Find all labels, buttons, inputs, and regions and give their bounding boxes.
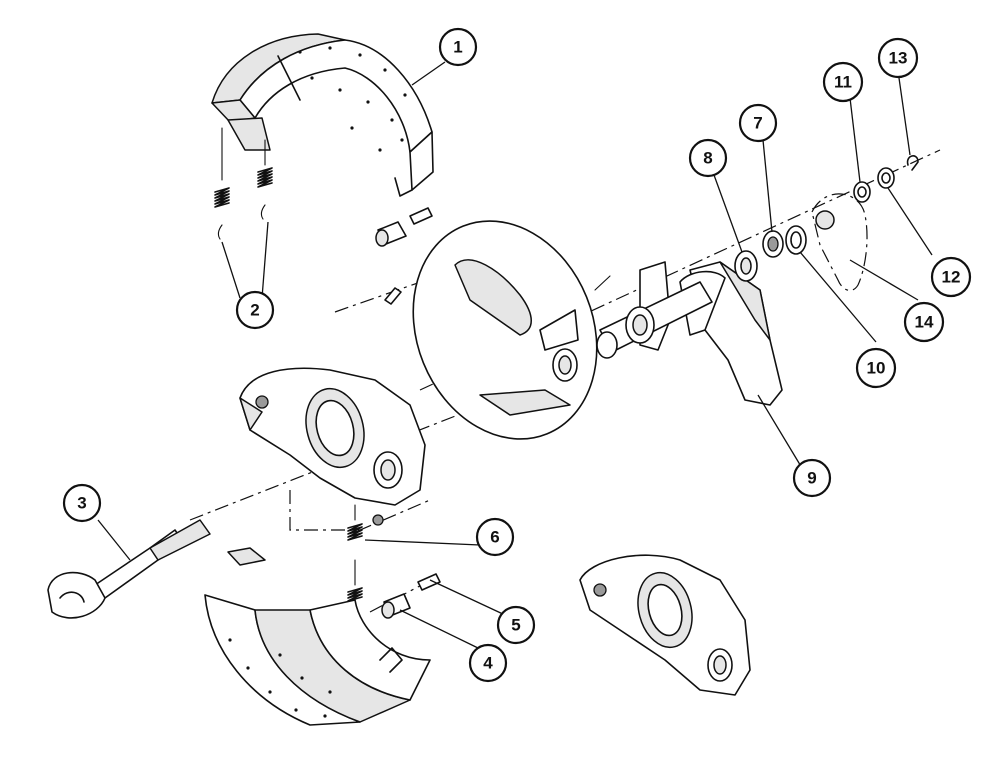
callout-1: 1 [438, 27, 478, 67]
svg-text:8: 8 [703, 149, 712, 168]
anchor-rollers-upper [375, 207, 433, 247]
callout-6: 6 [475, 517, 515, 557]
callout-7: 7 [738, 103, 778, 143]
camshaft [47, 519, 211, 619]
svg-text:7: 7 [753, 114, 762, 133]
slack-adjuster-outline [811, 193, 868, 292]
callout-14: 14 [903, 301, 945, 343]
callout-leaders [97, 61, 933, 649]
callouts: 1 2 3 4 5 6 7 8 [62, 27, 972, 683]
end-washers [853, 155, 919, 203]
svg-text:14: 14 [915, 313, 934, 332]
svg-text:12: 12 [942, 268, 961, 287]
callout-9: 9 [792, 458, 832, 498]
svg-text:6: 6 [490, 528, 499, 547]
callout-13: 13 [877, 37, 919, 79]
callout-2: 2 [235, 290, 275, 330]
svg-text:5: 5 [511, 616, 520, 635]
callout-5: 5 [496, 605, 536, 645]
svg-text:3: 3 [77, 494, 86, 513]
svg-text:13: 13 [889, 49, 908, 68]
camshaft-tube [596, 281, 713, 359]
callout-12: 12 [930, 256, 972, 298]
callout-10: 10 [855, 347, 897, 389]
lower-shoe-rivets [228, 638, 332, 718]
callout-11: 11 [822, 61, 864, 103]
svg-text:9: 9 [807, 469, 816, 488]
upper-brake-shoe [211, 33, 434, 197]
svg-text:4: 4 [483, 654, 493, 673]
callout-4: 4 [468, 643, 508, 683]
callout-8: 8 [688, 138, 728, 178]
svg-text:10: 10 [867, 359, 886, 378]
shoe-lining-rivets [298, 46, 407, 152]
svg-text:1: 1 [453, 38, 462, 57]
svg-text:11: 11 [834, 73, 852, 92]
brake-spider [239, 367, 426, 526]
alternate-brake-spider [579, 554, 751, 696]
chamber-bracket [639, 261, 783, 406]
anchor-rollers-lower [381, 573, 441, 619]
lower-brake-shoe [204, 547, 431, 726]
dust-shield [384, 220, 611, 440]
bushings-and-washers [734, 225, 807, 282]
shoe-return-springs [214, 127, 273, 240]
callout-3: 3 [62, 483, 102, 523]
svg-text:2: 2 [250, 301, 259, 320]
